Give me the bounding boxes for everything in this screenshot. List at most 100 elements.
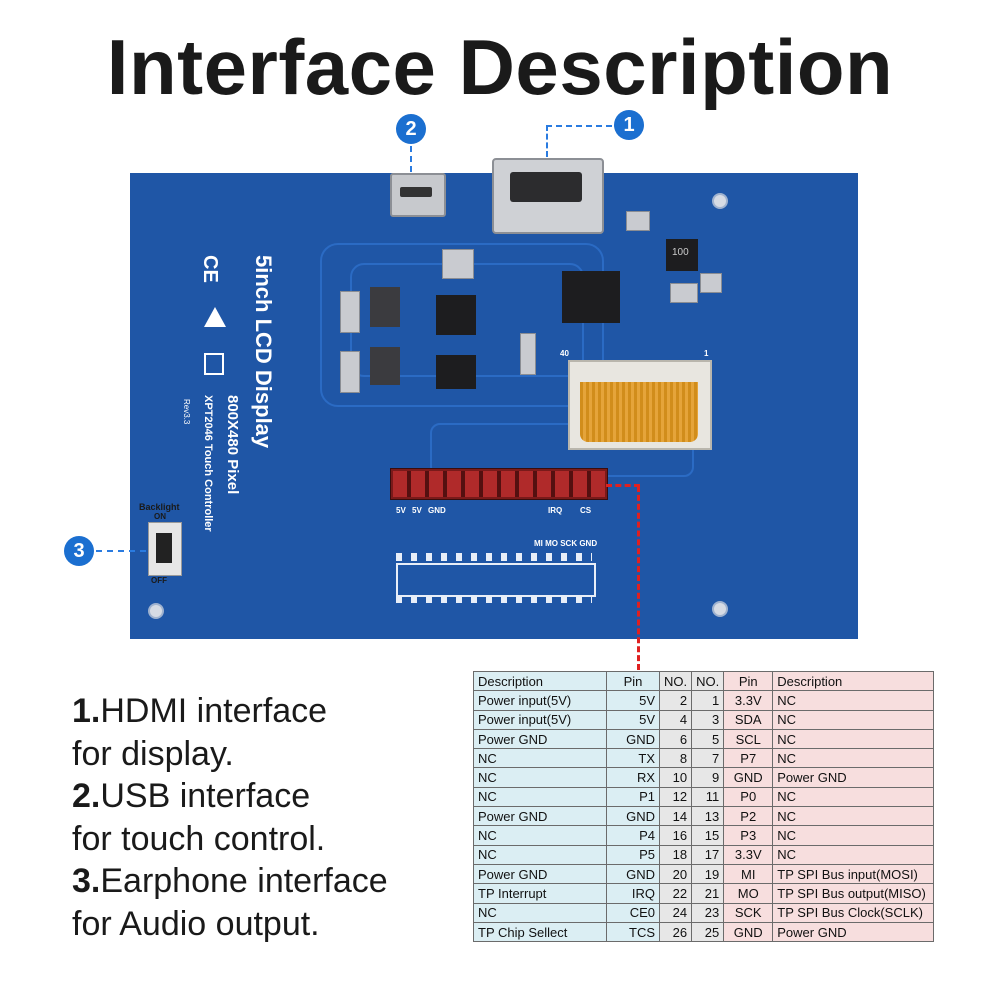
right-number-cell: 9 — [691, 767, 725, 788]
left-description-cell: NC — [473, 767, 607, 788]
right-description-cell: NC — [772, 844, 935, 865]
board-resolution: 800X480 Pixel — [224, 395, 241, 495]
right-number-cell: 21 — [691, 883, 725, 904]
left-description-cell: Power GND — [473, 806, 607, 827]
left-number-cell: 8 — [658, 748, 693, 769]
header-cell: NO. — [658, 670, 693, 692]
header-cell: Pin — [606, 670, 660, 692]
right-number-cell: 15 — [691, 825, 725, 846]
ce-mark-icon: CE — [199, 255, 221, 283]
right-description-cell: NC — [772, 786, 935, 808]
regulator-chip — [370, 347, 400, 385]
leader-line-3 — [96, 550, 146, 552]
mounting-hole — [712, 601, 728, 617]
dip-footprint — [396, 563, 596, 597]
right-number-cell: 13 — [691, 806, 725, 827]
ffc-pin-1-label: 1 — [704, 349, 709, 358]
left-number-cell: 18 — [658, 844, 693, 865]
right-number-cell: 23 — [691, 902, 725, 923]
interface-legend: 1.HDMI interface for display. 2.USB inte… — [72, 690, 388, 945]
leader-line-2 — [410, 146, 412, 172]
left-description-cell: NC — [473, 786, 607, 808]
smd-component — [670, 283, 698, 303]
marker-2: 2 — [396, 114, 426, 144]
page-title: Interface Description — [106, 23, 894, 111]
spi-pin-labels: MI MO SCK GND — [534, 539, 598, 548]
pin-label-5v-b: 5V — [412, 506, 422, 515]
left-pin-cell: P1 — [606, 786, 660, 808]
pin-label-irq: IRQ — [548, 506, 563, 515]
left-number-cell: 26 — [658, 921, 693, 943]
backlight-switch — [148, 522, 182, 576]
left-number-cell: 10 — [658, 767, 693, 788]
left-description-cell: Power GND — [473, 728, 607, 750]
pin-label-5v-a: 5V — [396, 506, 406, 515]
legend-line: for touch control. — [72, 819, 326, 858]
right-description-cell: TP SPI Bus input(MOSI) — [772, 863, 935, 885]
marker-1: 1 — [614, 110, 644, 140]
gpio-pins — [393, 471, 605, 497]
left-number-cell: 6 — [658, 728, 693, 750]
left-pin-cell: GND — [606, 806, 660, 827]
resistor-array — [340, 351, 360, 393]
lcd-board: 100 40 1 MI MO SCK GND 5V 5V GND IRQ CS … — [130, 173, 858, 639]
right-description-cell: NC — [772, 806, 935, 827]
right-number-cell: 25 — [691, 921, 725, 943]
switch-on-label: ON — [154, 512, 166, 521]
leader-line-1 — [546, 125, 548, 157]
header-cell: Description — [772, 670, 935, 692]
right-pin-cell: P3 — [723, 825, 774, 846]
right-description-cell: Power GND — [772, 767, 935, 788]
right-number-cell: 5 — [691, 728, 725, 750]
left-number-cell: 2 — [658, 690, 693, 711]
pin-label-cs: CS — [580, 506, 592, 515]
esd-warning-icon — [204, 307, 226, 327]
left-description-cell: Power GND — [473, 863, 607, 885]
left-pin-cell: GND — [606, 863, 660, 885]
legend-number: 1. — [72, 692, 101, 730]
right-number-cell: 1 — [691, 690, 725, 711]
right-pin-cell: MO — [723, 883, 774, 904]
resistor-array — [340, 291, 360, 333]
left-number-cell: 22 — [658, 883, 693, 904]
right-pin-cell: P0 — [723, 786, 774, 808]
leader-line-1 — [546, 125, 612, 127]
right-description-cell: TP SPI Bus Clock(SCLK) — [772, 902, 935, 923]
header-cell: Description — [473, 670, 607, 692]
right-pin-cell: P2 — [723, 806, 774, 827]
dip-pins-bottom — [396, 595, 592, 603]
left-number-cell: 14 — [658, 806, 693, 827]
pointer-line — [637, 486, 640, 670]
left-description-cell: NC — [473, 844, 607, 865]
header-cell: Pin — [723, 670, 774, 692]
left-description-cell: TP Chip Sellect — [473, 921, 607, 943]
smd-component — [626, 211, 650, 231]
smd-component — [700, 273, 722, 293]
hdmi-port — [492, 158, 604, 234]
left-pin-cell: 5V — [606, 690, 660, 711]
left-pin-cell: GND — [606, 728, 660, 750]
usb-slot — [400, 187, 432, 197]
right-number-cell: 7 — [691, 748, 725, 769]
mounting-hole — [712, 193, 728, 209]
right-pin-cell: 3.3V — [723, 844, 774, 865]
legend-line: for display. — [72, 734, 234, 773]
usb-port — [390, 173, 446, 217]
switch-knob — [156, 533, 172, 563]
pcb-trace — [320, 243, 604, 407]
controller-chip — [562, 271, 620, 323]
right-pin-cell: GND — [723, 921, 774, 943]
right-description-cell: Power GND — [772, 921, 935, 943]
dip-pins-top — [396, 553, 592, 561]
ic-chip — [436, 355, 476, 389]
right-description-cell: NC — [772, 825, 935, 846]
right-description-cell: NC — [772, 728, 935, 750]
